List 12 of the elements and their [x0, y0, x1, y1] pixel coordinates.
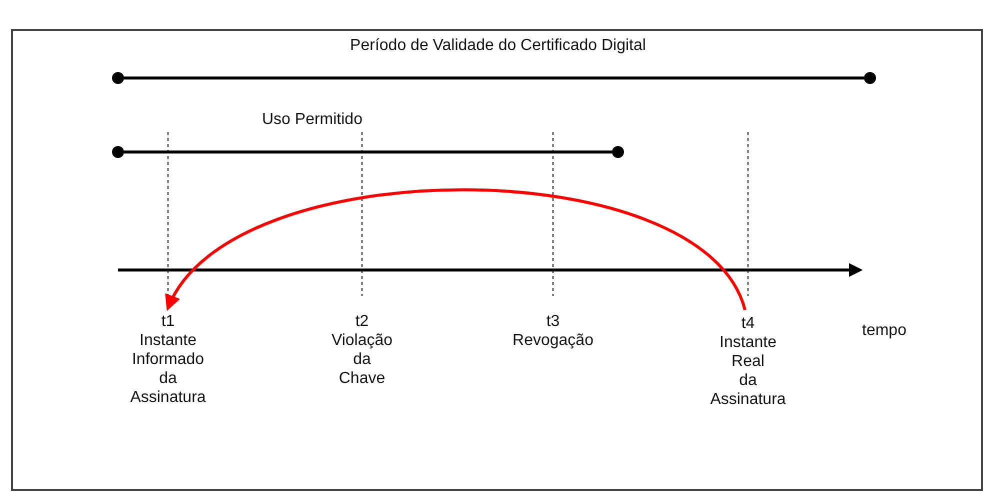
time-marker-label: t3 [545, 312, 561, 331]
event-description: Instante Real da Assinatura [710, 333, 786, 409]
time-marker-label: t1 [160, 312, 176, 331]
curved-arrow [166, 188, 746, 311]
period-title: Período de Validade do Certificado Digital [350, 37, 646, 55]
event-description: Violação da Chave [331, 331, 393, 388]
time-marker-label: t2 [354, 312, 370, 331]
period-title: Uso Permitido [262, 111, 362, 129]
time-marker-label: t4 [740, 314, 756, 333]
axis-label: tempo [862, 322, 906, 340]
event-description: Instante Informado da Assinatura [130, 331, 206, 407]
event-description: Revogação [512, 331, 594, 350]
